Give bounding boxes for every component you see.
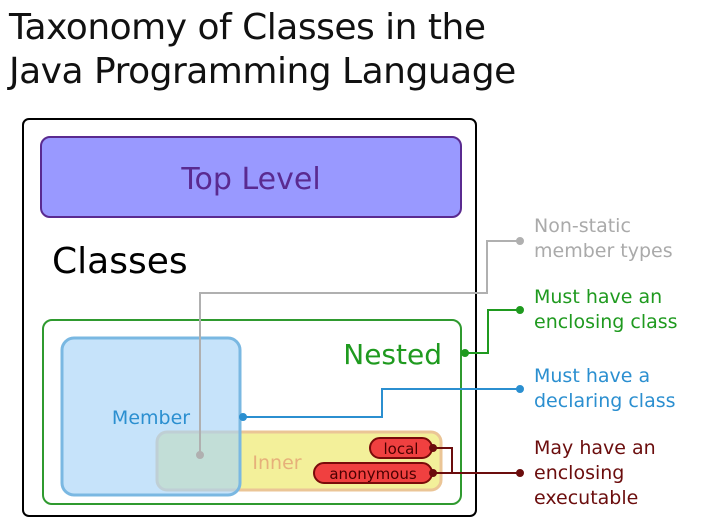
classes-label: Classes: [52, 241, 188, 282]
local-label: local: [384, 440, 419, 458]
nested-label: Nested: [343, 338, 442, 371]
diagram-title: Taxonomy of Classes in the Java Programm…: [9, 7, 516, 92]
connector-non-static: [196, 237, 524, 459]
note-must-have-declaring-class: Must have a declaring class: [534, 365, 676, 412]
nested-region: [42, 319, 462, 505]
note-non-static-member-types: Non-static member types: [534, 215, 673, 262]
connector-enclosing-class: [461, 306, 524, 357]
connector-enclosing-executable: [429, 444, 524, 477]
note-may-have-enclosing-executable: May have an enclosing executable: [534, 437, 656, 509]
connector-declaring-class: [239, 385, 524, 421]
member-label: Member: [112, 407, 190, 429]
note-must-have-enclosing-class: Must have an enclosing class: [534, 286, 678, 333]
top-level-region: [40, 136, 462, 218]
anonymous-label: anonymous: [329, 465, 417, 483]
inner-label: Inner: [252, 452, 301, 474]
top-level-label: Top Level: [180, 162, 320, 197]
